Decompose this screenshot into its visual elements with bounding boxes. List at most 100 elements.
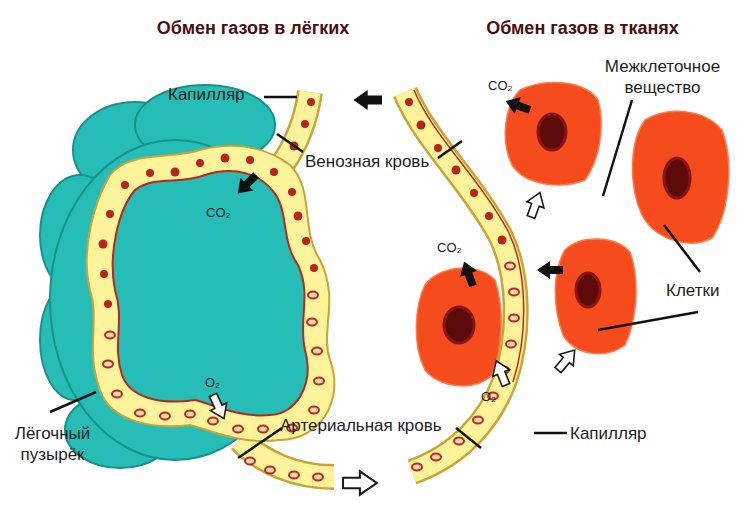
- venous-blood-cell: [99, 98, 319, 308]
- leader-line: [664, 225, 700, 272]
- gas-label: CO₂: [206, 205, 246, 221]
- callout-label: Клетки: [666, 280, 746, 301]
- arterial-blood-cell: [160, 413, 170, 420]
- venous-blood-cell: [104, 300, 112, 308]
- arterial-blood-cell: [431, 454, 441, 461]
- leader-line: [603, 100, 632, 196]
- arterial-blood-cell: [105, 332, 115, 339]
- arterial-blood-cell: [509, 289, 519, 296]
- leader-line: [50, 97, 700, 458]
- tissue-cell: [416, 83, 728, 386]
- venous-blood-cell: [99, 240, 108, 249]
- arterial-blood-cell: [103, 292, 324, 481]
- arterial-blood-cell: [233, 426, 243, 433]
- arterial-blood-cell: [265, 467, 275, 474]
- cell-nucleus: [444, 307, 474, 343]
- co2-arrow: [353, 90, 382, 110]
- alveolus: [113, 171, 308, 415]
- callout-label: Венозная кровь: [305, 151, 455, 172]
- venous-blood-cell: [270, 168, 278, 176]
- arterial-blood-cell: [412, 263, 519, 471]
- arterial-blood-cell: [112, 391, 122, 398]
- arterial-blood-cell: [289, 472, 299, 479]
- tissue-cell: [555, 239, 636, 354]
- arterial-blood-cell: [103, 361, 113, 368]
- venous-blood-cell: [470, 189, 478, 197]
- callout-label: Артериальная кровь: [280, 415, 470, 436]
- gas-label: O₂: [205, 375, 245, 391]
- venous-blood-cell: [498, 236, 507, 245]
- venous-blood-cell: [106, 210, 114, 218]
- arterial-blood-cell: [245, 458, 255, 465]
- arterial-blood-cell: [412, 464, 422, 471]
- venous-blood-cell: [146, 169, 154, 177]
- gas-label: CO₂: [488, 78, 528, 94]
- tissue-cell: [416, 268, 501, 386]
- callout-label: Капилляр: [570, 423, 670, 444]
- tissue-capillary-tube: [405, 92, 516, 472]
- o2-arrow: [551, 344, 582, 375]
- co2-arrow: [537, 261, 563, 279]
- co2-arrow: [456, 258, 482, 289]
- gas-label: CO₂: [437, 240, 477, 256]
- callout-label: Лёгочный пузырёк: [5, 423, 100, 465]
- arterial-blood-cell: [454, 438, 464, 445]
- venous-blood-cell: [405, 98, 507, 245]
- venous-blood-cell: [100, 270, 108, 278]
- o2-arrow: [205, 391, 232, 422]
- arterial-blood-cell: [312, 348, 322, 355]
- leader-line: [598, 312, 698, 330]
- section-heading: Обмен газов в тканях: [440, 17, 725, 39]
- co2-arrow: [231, 169, 262, 200]
- lung-capillary-net: [87, 146, 335, 441]
- leader-line: [277, 134, 303, 152]
- venous-blood-cell: [301, 120, 309, 128]
- leader-line: [238, 428, 282, 458]
- leader-line: [438, 141, 462, 158]
- co2-arrow: [231, 90, 563, 289]
- leader-line: [456, 428, 481, 448]
- o2-arrow: [488, 358, 514, 389]
- arterial-blood-cell: [506, 341, 516, 348]
- cell-nucleus: [538, 114, 566, 150]
- arterial-blood-cell: [307, 319, 317, 326]
- venous-blood-cell: [417, 121, 426, 130]
- leader-line: [50, 392, 96, 412]
- venous-blood-cell: [246, 156, 254, 164]
- arterial-blood-cell: [505, 263, 515, 270]
- o2-arrow: [343, 471, 377, 494]
- leader-line: [534, 432, 567, 435]
- arterial-blood-cell: [258, 426, 268, 433]
- venous-blood-cell: [307, 98, 315, 106]
- o2-arrow: [523, 189, 549, 220]
- tissue-cell: [633, 111, 729, 243]
- arterial-blood-cell: [314, 378, 324, 385]
- section-heading: Обмен газов в лёгких: [138, 17, 368, 39]
- venous-blood-cell: [405, 98, 413, 106]
- venous-blood-cell: [302, 237, 310, 245]
- cell-nucleus: [444, 114, 690, 343]
- arterial-blood-cell: [308, 292, 318, 299]
- arterial-blood-cell: [509, 315, 519, 322]
- arterial-blood-cell: [309, 407, 319, 414]
- venous-blood-cell: [485, 212, 493, 220]
- venous-blood-cell: [288, 188, 296, 196]
- o2-arrow: [205, 189, 582, 494]
- callout-label: Межклеточное вещество: [590, 56, 735, 98]
- venous-blood-cell: [196, 159, 204, 167]
- venous-blood-cell: [310, 264, 318, 272]
- arterial-blood-cell: [208, 418, 218, 425]
- venous-blood-cell: [171, 168, 180, 177]
- gas-label: O₂: [481, 389, 521, 405]
- callout-label: Капилляр: [168, 84, 263, 105]
- arterial-blood-cell: [313, 474, 323, 481]
- arterial-blood-cell: [135, 410, 145, 417]
- tissue-capillary-tube: [405, 92, 516, 472]
- venous-blood-cell: [221, 154, 230, 163]
- venous-blood-cell: [294, 212, 303, 221]
- venous-blood-cell: [434, 144, 442, 152]
- leader-line: [264, 96, 297, 99]
- cell-nucleus: [664, 158, 690, 198]
- venous-blood-cell: [121, 181, 129, 189]
